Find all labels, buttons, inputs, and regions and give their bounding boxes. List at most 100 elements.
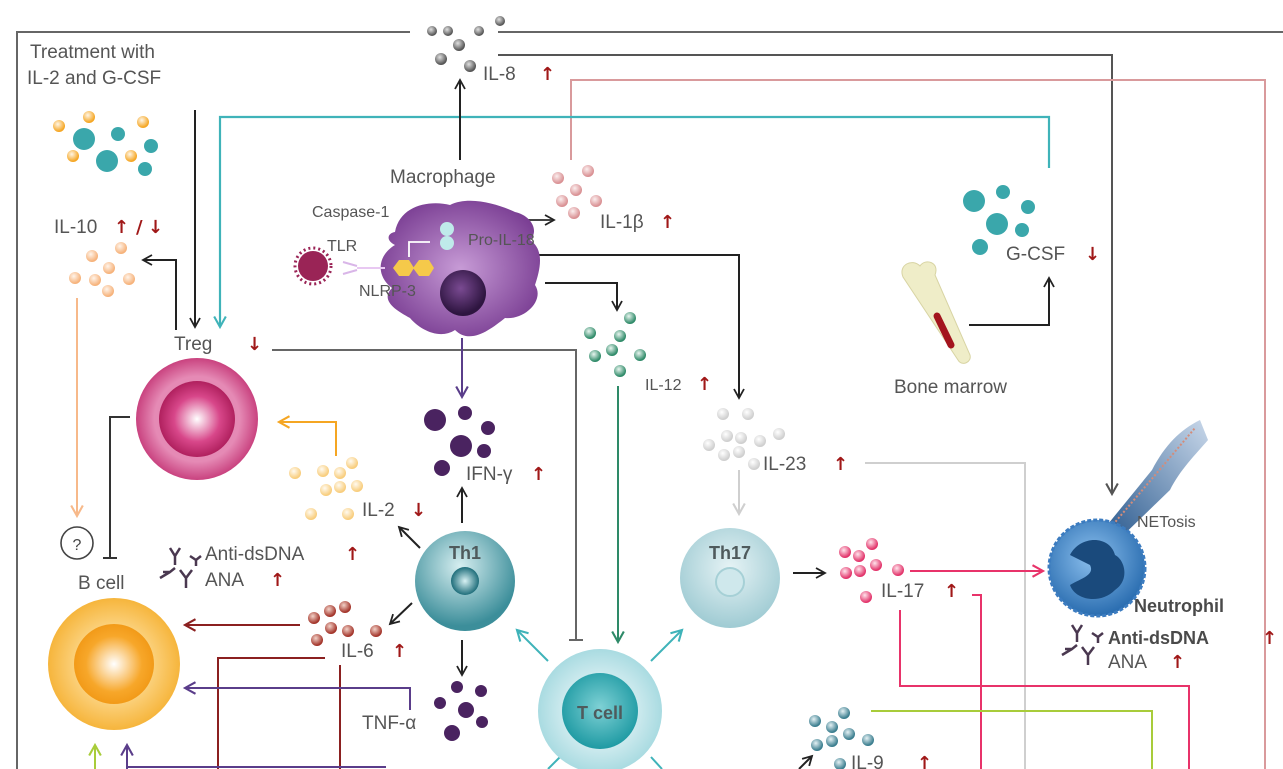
th1-cell — [415, 531, 515, 631]
tlr-label: TLR — [327, 238, 357, 255]
il17-route-1 — [899, 610, 1190, 769]
pathogen-icon — [293, 246, 333, 286]
il1b-label: IL-1β — [600, 212, 644, 233]
il10-change-up: ↑ — [114, 217, 129, 238]
il17-beads — [839, 538, 904, 603]
treg-inhibits-bcell-line — [109, 416, 130, 558]
tcell-lower-right-line — [650, 756, 663, 769]
bcell-ana-label: ANA — [205, 570, 244, 591]
treg-label: Treg — [174, 334, 212, 355]
ifng-label: IFN-γ — [466, 464, 513, 485]
netosis-label: NETosis — [1137, 514, 1196, 531]
il6-route — [217, 657, 325, 769]
il6-label: IL-6 — [341, 641, 374, 662]
il8-beads — [427, 16, 505, 72]
macrophage-to-il12-line — [545, 282, 623, 312]
il8-change: ↑ — [540, 64, 555, 85]
il17-route-2 — [972, 594, 982, 769]
unknown-effect-icon — [60, 526, 94, 560]
il23-long-line — [865, 462, 1026, 769]
th1-to-il6-line — [388, 602, 413, 626]
il2-change: ↓ — [411, 500, 426, 521]
tcell-to-th17-line — [650, 628, 684, 662]
il9-change: ↑ — [917, 753, 932, 769]
il2-beads — [289, 457, 363, 520]
bcell-label: B cell — [78, 573, 124, 594]
nlrp3-icon — [393, 260, 434, 276]
macrophage-to-il23-line — [535, 254, 745, 400]
antibody-icon-neutrophil — [1061, 624, 1104, 665]
treatment-label-line2: IL-2 and G-CSF — [27, 68, 161, 89]
th1-label: Th1 — [449, 543, 481, 563]
il6-beads — [308, 601, 382, 646]
tcell-to-th1-line — [515, 628, 549, 662]
il17-label: IL-17 — [881, 581, 924, 602]
il1b-line — [570, 79, 1266, 769]
tlr-receptor-icon — [342, 261, 358, 275]
tcell-label: T cell — [577, 703, 623, 723]
th17-cell — [680, 528, 780, 628]
neutrophil-ana-change: ↑ — [1170, 652, 1185, 673]
gcsf-change: ↓ — [1085, 244, 1100, 265]
neutrophil-anti-dsdna-label: Anti-dsDNA — [1108, 628, 1209, 648]
il23-beads — [703, 408, 785, 470]
t-cell — [538, 649, 662, 769]
treg-to-il10-line — [141, 254, 177, 330]
treatment-beads — [53, 111, 158, 176]
macrophage-nucleus — [440, 270, 486, 316]
tnfa-beads — [434, 681, 488, 741]
nlrp3-to-caspase-arrow — [408, 241, 430, 257]
treg-inhibits-tcell-line — [272, 349, 577, 640]
tnfa-label: TNF-α — [362, 713, 416, 734]
macrophage-cell — [342, 200, 540, 337]
treg-change: ↓ — [247, 334, 262, 355]
ifng-change: ↑ — [531, 464, 546, 485]
tnfa-to-bcell-line — [182, 681, 411, 710]
il8-to-neutrophil-line — [498, 54, 1119, 497]
il1b-change: ↑ — [660, 212, 675, 233]
antibody-icon-bcell — [159, 547, 202, 588]
il10-beads — [69, 242, 135, 297]
il10-change-down: ↓ — [148, 217, 163, 238]
bcell-ana-change: ↑ — [270, 570, 285, 591]
il9-beads — [809, 707, 874, 769]
il6-change: ↑ — [392, 641, 407, 662]
bone-marrow-icon — [901, 261, 971, 364]
il1b-beads — [552, 165, 602, 219]
il9-route — [871, 710, 1153, 769]
il23-change: ↑ — [833, 454, 848, 475]
b-cell — [48, 598, 180, 730]
neutrophil-ana-label: ANA — [1108, 652, 1147, 673]
tcell-lower-left-line — [547, 756, 561, 769]
gcsf-to-treg-line — [213, 115, 1051, 330]
gcsf-label: G-CSF — [1006, 244, 1065, 265]
neutrophil-anti-dsdna-change: ↑ — [1262, 628, 1277, 649]
il2-to-treg-line — [276, 415, 337, 456]
gcsf-beads — [963, 185, 1035, 255]
th1-to-il2-line — [397, 525, 421, 549]
il12-beads — [584, 312, 646, 377]
unknown-effect-mark: ? — [73, 537, 82, 554]
nlrp3-label: NLRP-3 — [359, 283, 416, 300]
il2-label: IL-2 — [362, 500, 395, 521]
neutrophil-label: Neutrophil — [1134, 596, 1224, 616]
treg-cell — [136, 358, 258, 480]
ifng-beads — [424, 406, 495, 476]
macrophage-label: Macrophage — [390, 167, 496, 188]
il10-label: IL-10 — [54, 217, 97, 238]
il10-slash: / — [136, 217, 143, 238]
neutrophil-cell — [1047, 420, 1208, 618]
il12-label: IL-12 — [645, 377, 682, 394]
bone-marrow-label: Bone marrow — [894, 377, 1007, 398]
il17-change: ↑ — [944, 581, 959, 602]
pro-il18-label: Pro-IL-18 — [468, 232, 535, 249]
net-strands — [1095, 420, 1208, 548]
il12-change: ↑ — [697, 374, 712, 395]
il8-label: IL-8 — [483, 64, 516, 85]
il23-label: IL-23 — [763, 454, 806, 475]
bone-marrow-to-gcsf-line — [969, 276, 1055, 326]
bcell-anti-dsdna-change: ↑ — [345, 544, 360, 565]
bcell-anti-dsdna-label: Anti-dsDNA — [205, 544, 305, 565]
to-il9-line — [798, 754, 814, 769]
